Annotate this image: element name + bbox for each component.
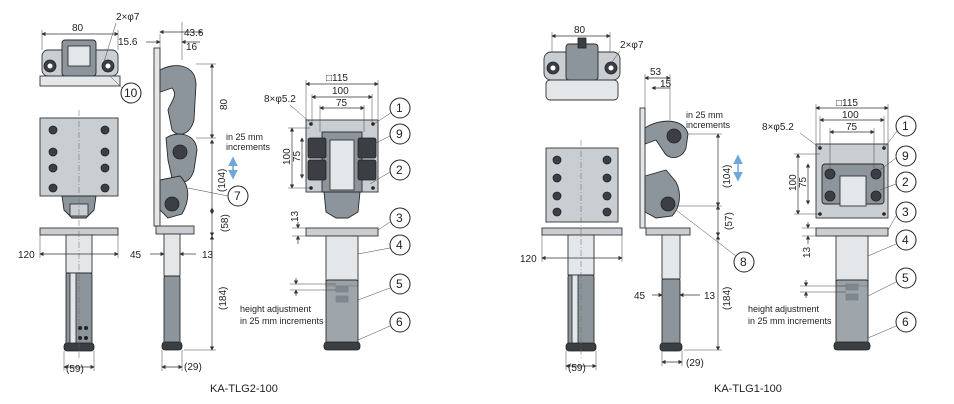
right-callout-2-label: 2 [902, 175, 909, 189]
left-dim-58: (58) [220, 214, 231, 232]
right-callout-8 [733, 251, 755, 273]
right-dim-45: 45 [634, 291, 646, 302]
right-dim-59: (59) [568, 363, 586, 374]
right-callout-4 [895, 229, 917, 251]
right-model-label: KA-TLG1-100 [714, 383, 782, 395]
left-dim-16: 16 [186, 42, 198, 53]
right-dim-57: (57) [724, 212, 735, 230]
left-model-label: KA-TLG2-100 [210, 383, 278, 395]
left-callout-7-label: 7 [234, 189, 241, 203]
right-callout-3 [895, 201, 917, 223]
right-dim-53: 53 [650, 67, 662, 78]
right-note-increments-2: increments [686, 120, 731, 130]
right-callout-5-label: 5 [902, 271, 909, 285]
left-side-view: 15.6 43.6 16 80 (104) (58) (184) in 25 m… [118, 22, 271, 373]
right-callout-6-label: 6 [902, 315, 909, 329]
left-dim-13-side: 13 [202, 250, 214, 261]
right-dim-holes: 2×φ7 [620, 40, 644, 51]
left-dim-holes8: 8×φ5.2 [264, 94, 296, 105]
left-dim-29: (29) [184, 362, 202, 373]
right-dim-104: (104) [722, 165, 733, 188]
left-dim-115: □115 [326, 73, 348, 84]
right-receiver-view: □115 100 75 8×φ5.2 100 75 13 [748, 98, 917, 351]
left-dim-80-vertical: 80 [219, 98, 230, 110]
left-dim-75-h: 75 [336, 98, 348, 109]
left-note-increments-2: increments [226, 142, 271, 152]
left-dim-184: (184) [218, 287, 229, 310]
left-front-view: 120 (59) [18, 110, 119, 375]
right-dim-holes8: 8×φ5.2 [762, 122, 794, 133]
left-callout-5 [389, 273, 411, 295]
right-note-height-2: in 25 mm increments [748, 316, 832, 326]
left-note-height-2: in 25 mm increments [240, 316, 324, 326]
right-dim-80-top: 80 [574, 25, 586, 36]
left-dim-43-6: 43.6 [184, 28, 204, 39]
right-dim-13-receiver: 13 [802, 246, 813, 258]
left-callout-10-label: 10 [124, 86, 138, 100]
right-dim-100-h: 100 [842, 110, 859, 121]
right-callout-9-label: 9 [902, 149, 909, 163]
right-callout-5 [895, 267, 917, 289]
right-dim-75-h: 75 [846, 122, 858, 133]
right-callout-2 [895, 171, 917, 193]
right-callout-4-label: 4 [902, 233, 909, 247]
right-callout-3-label: 3 [902, 205, 909, 219]
left-callout-4 [389, 234, 411, 256]
left-receiver-view: □115 100 75 8×φ5.2 100 75 13 [240, 73, 411, 351]
left-callout-3 [389, 207, 411, 229]
left-dim-holes: 2×φ7 [116, 12, 140, 23]
left-callout-1 [389, 97, 411, 119]
left-callout-3-label: 3 [396, 211, 403, 225]
right-callout-6 [895, 311, 917, 333]
right-dim-100-v: 100 [788, 174, 799, 191]
left-dim-120: 120 [18, 250, 35, 261]
right-callout-1-label: 1 [902, 119, 909, 133]
left-dim-100-h: 100 [332, 86, 349, 97]
right-dim-115: □115 [836, 98, 858, 109]
left-dim-15-6: 15.6 [118, 37, 138, 48]
right-dim-120: 120 [520, 254, 537, 265]
left-dim-75-v: 75 [292, 150, 303, 162]
left-callout-6-label: 6 [396, 315, 403, 329]
left-dim-45: 45 [130, 250, 142, 261]
left-callout-4-label: 4 [396, 238, 403, 252]
left-callout-1-label: 1 [396, 101, 403, 115]
right-dim-15: 15 [660, 79, 672, 90]
right-note-height-1: height adjustment [748, 304, 820, 314]
left-callout-2-label: 2 [396, 163, 403, 177]
left-callout-9 [389, 123, 411, 145]
right-top-view: 80 2×φ7 [543, 25, 644, 101]
right-dim-75-v: 75 [798, 176, 809, 188]
right-note-increments-1: in 25 mm [686, 110, 723, 120]
left-top-view: 80 2×φ7 10 [39, 12, 142, 104]
left-callout-6 [389, 311, 411, 333]
left-note-height-1: height adjustment [240, 304, 312, 314]
left-dim-100-v: 100 [282, 148, 293, 165]
right-dim-13-side: 13 [704, 291, 716, 302]
right-dim-184: (184) [722, 287, 733, 310]
right-assembly: 80 2×φ7 120 (59) [520, 25, 917, 395]
left-callout-5-label: 5 [396, 277, 403, 291]
right-callout-8-label: 8 [740, 255, 747, 269]
left-callout-2 [389, 159, 411, 181]
left-dim-104: (104) [217, 169, 228, 192]
left-dim-13-receiver: 13 [290, 210, 301, 222]
left-callout-9-label: 9 [396, 127, 403, 141]
left-dim-80-top: 80 [72, 23, 84, 34]
left-callout-7 [227, 185, 249, 207]
right-callout-1 [895, 115, 917, 137]
left-note-increments-1: in 25 mm [226, 132, 263, 142]
right-callout-9 [895, 145, 917, 167]
right-side-view: 53 15 in 25 mm increments (104) (57) (18… [634, 67, 755, 369]
right-front-view: 120 (59) [520, 140, 623, 374]
left-callout-10 [120, 82, 142, 104]
left-dim-59: (59) [66, 364, 84, 375]
left-assembly: 80 2×φ7 10 [18, 12, 411, 395]
right-dim-29: (29) [686, 358, 704, 369]
